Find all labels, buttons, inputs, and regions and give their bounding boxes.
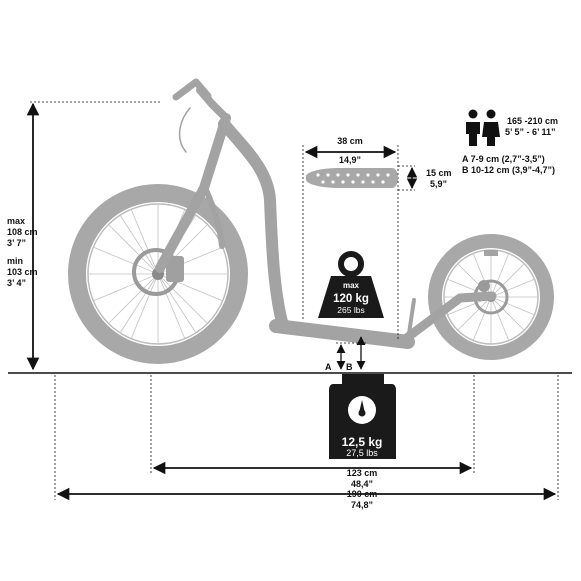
rider-icons [466, 109, 500, 146]
deck-icon [305, 168, 398, 188]
wheelbase-dimension: 123 cm 48,4” [150, 375, 475, 489]
scooter-frame [155, 78, 498, 349]
deck-length-cm: 38 cm [337, 136, 363, 146]
deck-width-in: 5,9” [430, 179, 447, 189]
clearance-markers: A B [325, 336, 366, 372]
height-max-in: 3’ 7” [7, 238, 26, 248]
clearance-a-text: A 7-9 cm (2,7”-3,5”) [462, 154, 545, 164]
scooter-weight-kg: 12,5 kg [342, 435, 383, 449]
rider-info: 165 -210 cm 5’ 5” - 6’ 11” A 7-9 cm (2,7… [462, 109, 558, 175]
total-length-cm: 190 cm [347, 489, 378, 499]
rider-height-cm: 165 -210 cm [507, 116, 558, 126]
height-min-cm: 103 cm [7, 267, 38, 277]
clearance-b-marker: B [346, 362, 353, 372]
max-load-label: max [343, 281, 360, 290]
height-max-label: max [7, 216, 25, 226]
height-dimension: max 108 cm 3’ 7” min 103 cm 3’ 4” [7, 101, 160, 371]
max-load-kg: 120 kg [333, 293, 369, 305]
deck-dimension: 38 cm 14,9” 15 cm 5,9” [302, 136, 452, 340]
height-max-cm: 108 cm [7, 227, 38, 237]
total-length-in: 74,8” [351, 500, 373, 510]
height-min-label: min [7, 256, 23, 266]
deck-length-in: 14,9” [339, 155, 361, 165]
scale-icon: 12,5 kg 27,5 lbs [329, 374, 396, 459]
scooter-illustration [68, 78, 554, 364]
wheelbase-cm: 123 cm [347, 468, 378, 478]
clearance-b-text: B 10-12 cm (3,9”-4,7”) [462, 165, 555, 175]
wheelbase-in: 48,4” [351, 479, 373, 489]
front-wheel [68, 184, 248, 364]
height-min-in: 3’ 4” [7, 278, 26, 288]
deck-width-cm: 15 cm [426, 168, 452, 178]
rider-height-ft: 5’ 5” - 6’ 11” [505, 127, 556, 137]
total-length-dimension: 190 cm 74,8” [54, 375, 559, 510]
scooter-weight-lbs: 27,5 lbs [346, 448, 378, 458]
max-load-lbs: 265 lbs [337, 305, 364, 315]
clearance-a-marker: A [325, 362, 332, 372]
weight-icon: max 120 kg 265 lbs [318, 251, 384, 318]
